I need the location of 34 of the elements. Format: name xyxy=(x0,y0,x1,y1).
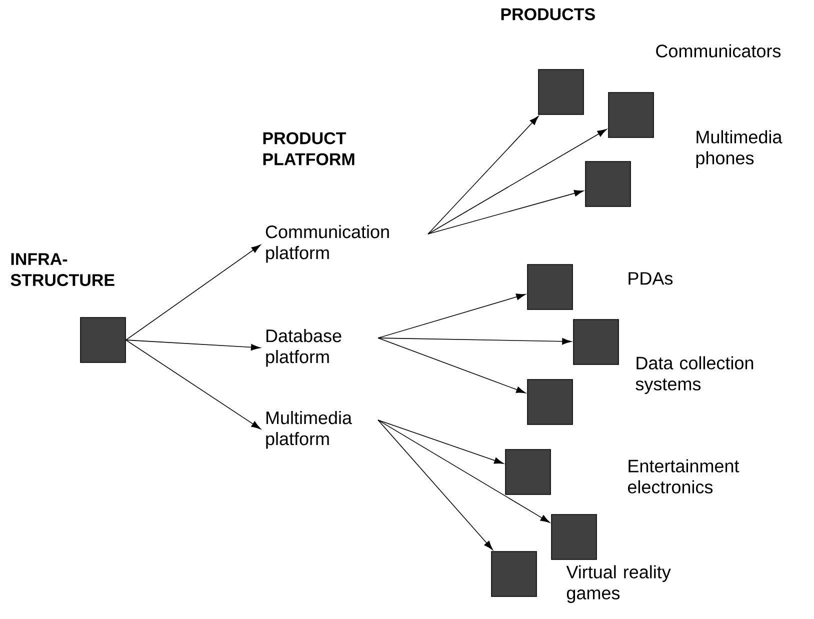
category-label: Entertainment electronics xyxy=(628,459,740,494)
platform-label: Database platform xyxy=(266,329,342,367)
heading: PRODUCTS xyxy=(501,8,595,20)
arrow xyxy=(378,420,504,464)
arrow xyxy=(378,420,550,523)
heading: PRODUCT PLATFORM xyxy=(263,132,354,166)
product-square xyxy=(527,264,573,310)
arrow xyxy=(378,294,526,338)
platform-label: Multimedia platform xyxy=(266,411,352,449)
arrow xyxy=(378,420,493,550)
category-label: Data collection systems xyxy=(636,356,754,394)
product-square xyxy=(491,551,537,597)
arrow xyxy=(378,338,572,345)
arrow xyxy=(428,116,539,234)
product-square xyxy=(551,514,597,560)
arrow xyxy=(126,340,260,351)
product-square xyxy=(585,161,631,207)
arrow xyxy=(428,190,584,234)
heading: INFRA- STRUCTURE xyxy=(10,253,114,286)
product-square xyxy=(527,379,573,425)
platform-label: Communication platform xyxy=(266,225,389,263)
category-label: Virtual reality games xyxy=(566,565,671,603)
product-square xyxy=(505,449,551,495)
category-label: Multimedia phones xyxy=(696,130,782,168)
product-square xyxy=(80,317,126,363)
product-square xyxy=(608,92,654,138)
arrow xyxy=(126,340,261,430)
category-label: Communicators xyxy=(656,44,781,58)
arrow xyxy=(126,244,261,340)
product-square xyxy=(538,69,584,115)
product-square xyxy=(573,319,619,365)
arrow xyxy=(428,128,607,234)
category-label: PDAs xyxy=(628,272,673,285)
arrow xyxy=(378,338,526,394)
